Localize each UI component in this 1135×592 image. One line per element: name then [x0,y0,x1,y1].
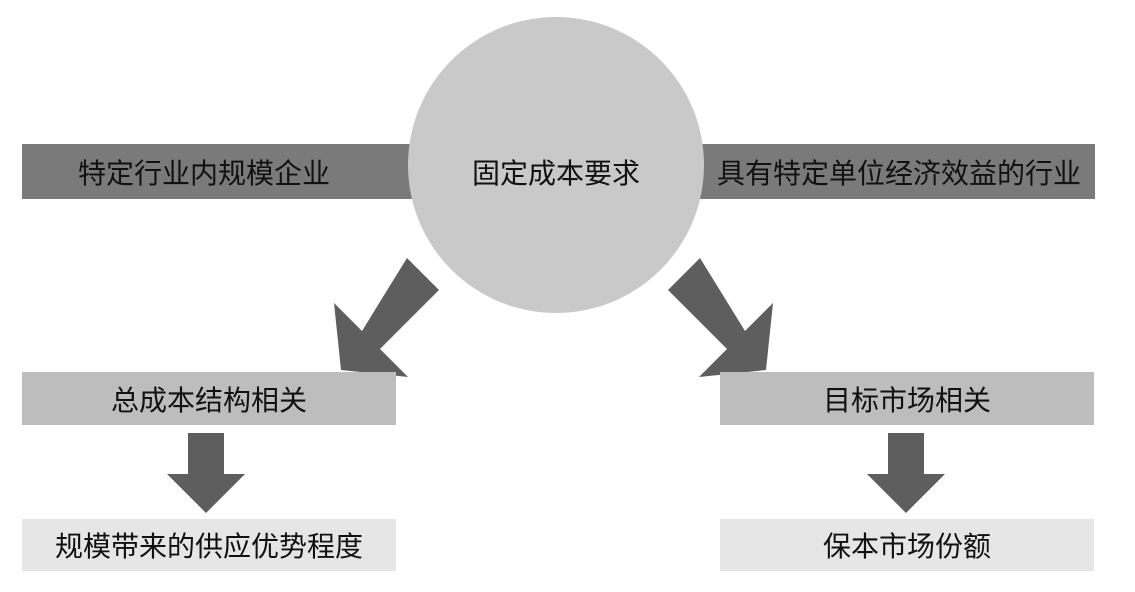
top-left-bar: 特定行业内规模企业 [22,144,422,199]
scale-advantage-label: 规模带来的供应优势程度 [54,530,363,563]
breakeven-share-box: 保本市场份额 [720,519,1094,571]
cost-structure-label: 总成本结构相关 [110,383,307,417]
arrow-down-left [334,258,439,377]
target-market-label: 目标市场相关 [822,383,991,417]
cost-structure-box: 总成本结构相关 [22,372,396,425]
center-circle-label: 固定成本要求 [471,157,640,190]
arrow-down-right-column [867,433,945,513]
arrow-down-left-column [167,433,245,513]
breakeven-share-label: 保本市场份额 [822,530,991,563]
scale-advantage-box: 规模带来的供应优势程度 [22,519,396,571]
top-right-bar: 具有特定单位经济效益的行业 [690,144,1095,199]
center-circle [408,17,704,313]
top-right-label: 具有特定单位经济效益的行业 [716,156,1081,190]
arrow-down-right [668,258,773,377]
target-market-box: 目标市场相关 [720,372,1094,425]
top-left-label: 特定行业内规模企业 [78,156,331,190]
